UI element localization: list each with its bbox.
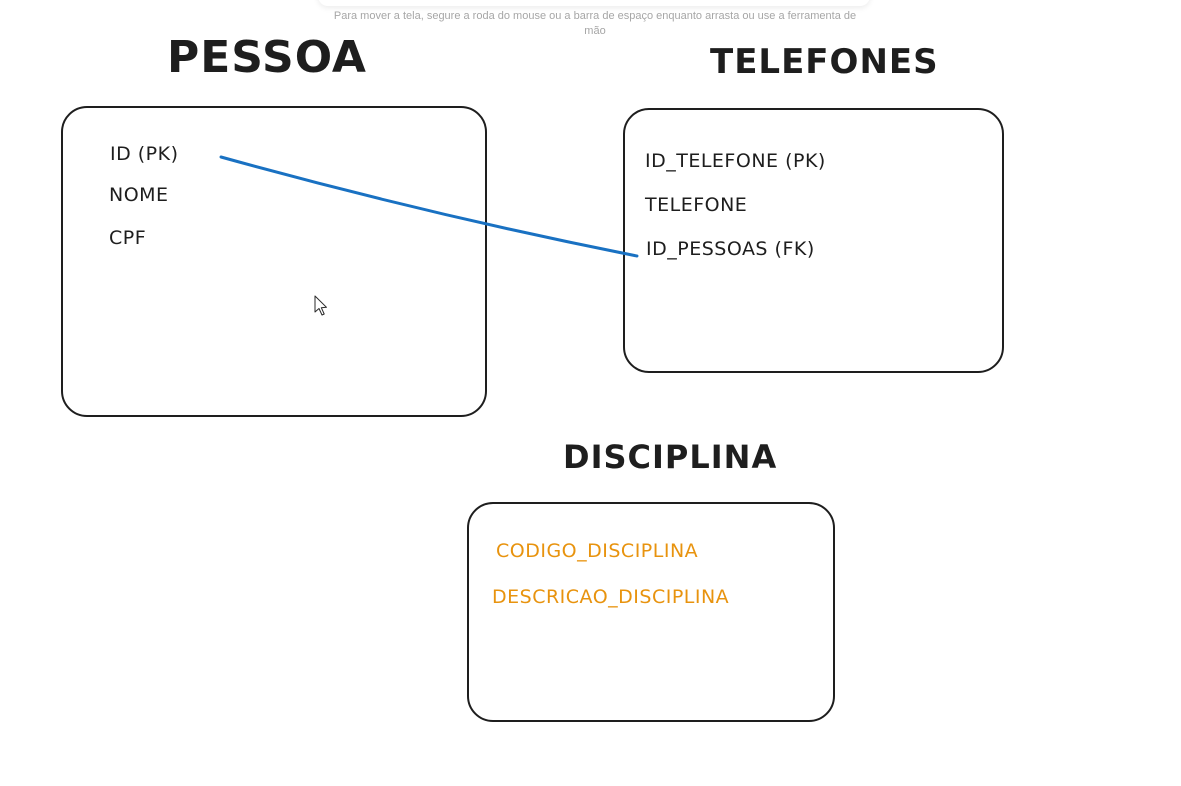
pessoa-title[interactable]: PESSOA — [167, 32, 367, 83]
pessoa-box[interactable] — [61, 106, 487, 417]
pan-hint-text: Para mover a tela, segure a roda do mous… — [333, 10, 857, 37]
disciplina-field-descricao[interactable]: DESCRICAO_DISCIPLINA — [492, 586, 730, 608]
disciplina-field-codigo[interactable]: CODIGO_DISCIPLINA — [496, 540, 699, 562]
pessoa-field-cpf[interactable]: CPF — [109, 227, 147, 249]
telefones-field-id-telefone[interactable]: ID_TELEFONE (PK) — [645, 150, 826, 172]
disciplina-title[interactable]: DISCIPLINA — [563, 438, 778, 476]
pessoa-field-id[interactable]: ID (PK) — [110, 143, 179, 165]
telefones-field-id-pessoas[interactable]: ID_PESSOAS (FK) — [646, 238, 815, 260]
disciplina-box[interactable] — [467, 502, 835, 722]
telefones-field-telefone[interactable]: TELEFONE — [645, 194, 748, 216]
telefones-title[interactable]: TELEFONES — [710, 42, 939, 82]
pessoa-field-nome[interactable]: NOME — [109, 184, 169, 206]
